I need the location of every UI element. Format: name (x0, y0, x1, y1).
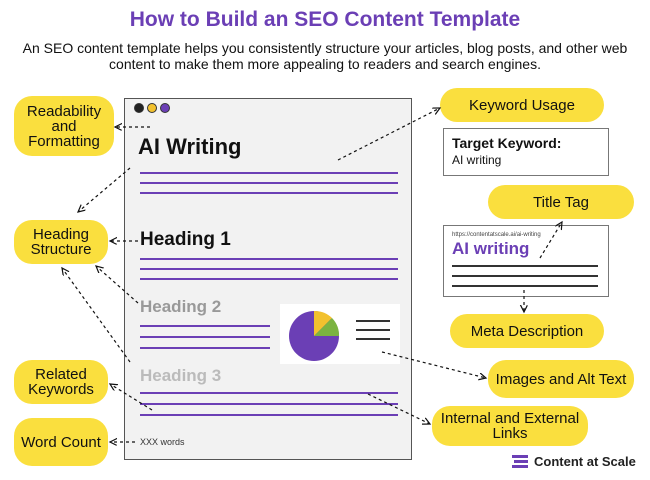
arrow-readability-to-heading (78, 167, 131, 212)
arrow-related-keywords (110, 384, 153, 411)
callout-keyword-usage: Keyword Usage (440, 88, 604, 122)
content-at-scale-logo-icon (512, 455, 528, 468)
pie-chart-image (289, 310, 390, 361)
heading-3: Heading 3 (140, 366, 222, 385)
window-dot-dark (134, 103, 144, 113)
page-title: How to Build an SEO Content Template (129, 8, 521, 31)
callout-readability: Readability and Formatting (14, 96, 114, 156)
callout-word-count: Word Count (14, 418, 108, 466)
text-line (140, 414, 398, 416)
serp-description-line (452, 265, 598, 267)
arrow-keyword-usage (337, 108, 440, 161)
text-line (140, 172, 398, 174)
text-line (140, 347, 270, 349)
text-line (140, 392, 398, 394)
main-heading: AI Writing (138, 134, 242, 159)
text-line (140, 268, 398, 270)
page-subtitle: An SEO content template helps you consis… (22, 40, 628, 72)
arrow-heading-3 (62, 268, 131, 363)
image-block (280, 304, 400, 364)
text-line (140, 192, 398, 194)
target-keyword-value: AI writing (452, 153, 502, 167)
callout-links: Internal and External Links (432, 406, 588, 446)
heading-2: Heading 2 (140, 297, 222, 316)
arrow-images-alt (381, 351, 486, 378)
arrow-links (367, 393, 430, 424)
serp-description-line (452, 285, 598, 287)
text-line (140, 182, 398, 184)
callout-images-alt-text: Images and Alt Text (488, 360, 634, 398)
callout-related-keywords: Related Keywords (14, 360, 108, 404)
word-count-text: XXX words (140, 437, 185, 447)
text-line (140, 258, 398, 260)
serp-url: https://contentatscale.ai/ai-writing (452, 232, 541, 238)
text-line (140, 325, 270, 327)
window-dot-yellow (147, 103, 157, 113)
window-dot-purple (160, 103, 170, 113)
callout-meta-description: Meta Description (450, 314, 604, 348)
target-keyword-label: Target Keyword: (452, 135, 562, 151)
arrow-title-tag (539, 222, 562, 259)
text-line (140, 403, 398, 405)
text-line (140, 278, 398, 280)
callout-heading-structure: Heading Structure (14, 220, 108, 264)
serp-title: AI writing (452, 239, 530, 258)
logo-text: Content at Scale (534, 454, 636, 469)
callout-title-tag: Title Tag (488, 185, 634, 219)
serp-description-line (452, 275, 598, 277)
heading-1: Heading 1 (140, 229, 231, 250)
arrow-heading-2 (96, 266, 139, 304)
keyword-card (443, 128, 609, 176)
text-line (140, 336, 270, 338)
